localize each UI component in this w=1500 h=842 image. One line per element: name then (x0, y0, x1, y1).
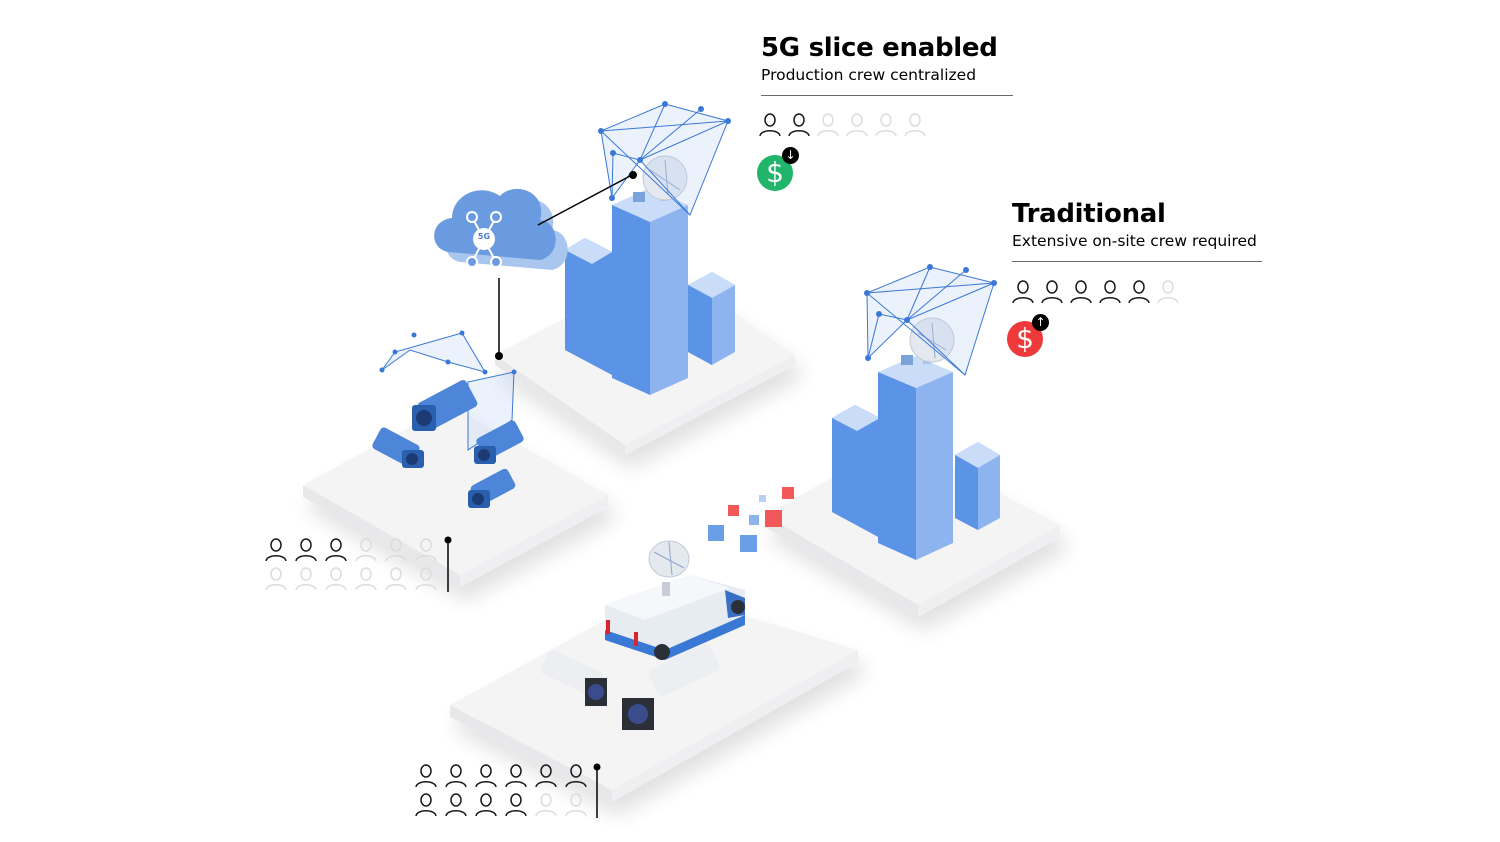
person-inactive-icon (535, 793, 557, 816)
slice-subtitle: Production crew centralized (761, 66, 977, 84)
slice-title: 5G slice enabled (761, 33, 998, 63)
person-inactive-icon (385, 538, 407, 561)
building-slice (565, 155, 735, 395)
slice-panel: 5G slice enabled Production crew central… (761, 33, 1013, 96)
person-active-icon (505, 764, 527, 787)
network-mesh-cameras (379, 330, 517, 451)
person-active-icon (445, 793, 467, 816)
traditional-subtitle: Extensive on-site crew required (1012, 232, 1257, 250)
person-active-icon (1128, 280, 1150, 303)
person-inactive-icon (1157, 280, 1179, 303)
person-active-icon (265, 538, 287, 561)
camera-blue-3 (474, 420, 524, 464)
person-active-icon (325, 538, 347, 561)
remote-camera-icons (372, 380, 524, 508)
person-active-icon (415, 764, 437, 787)
person-active-icon (1070, 280, 1092, 303)
platform-ob-van (450, 590, 858, 802)
person-inactive-icon (325, 567, 347, 590)
person-active-icon (788, 113, 810, 136)
person-inactive-icon (355, 538, 377, 561)
person-active-icon (759, 113, 781, 136)
crew-row (414, 792, 588, 816)
cloud-to-building-link (537, 174, 633, 226)
person-inactive-icon (415, 538, 437, 561)
person-inactive-icon (385, 567, 407, 590)
person-inactive-icon (875, 113, 897, 136)
traditional-site-crew-grid (414, 763, 588, 821)
person-active-icon (475, 793, 497, 816)
building-traditional (832, 317, 1000, 560)
person-active-icon (1041, 280, 1063, 303)
cloud-5g-label: 5G (477, 232, 491, 241)
person-inactive-icon (904, 113, 926, 136)
person-inactive-icon (265, 567, 287, 590)
person-inactive-icon (817, 113, 839, 136)
data-cubes (708, 487, 794, 552)
crew-row (414, 763, 588, 787)
person-active-icon (415, 793, 437, 816)
camera-blue-1 (412, 380, 478, 431)
person-active-icon (1012, 280, 1034, 303)
person-inactive-icon (355, 567, 377, 590)
dollar-icon: $ (766, 156, 784, 189)
person-inactive-icon (565, 793, 587, 816)
traditional-crew-icons (1011, 279, 1180, 303)
camera-white-1 (540, 650, 607, 706)
traditional-title: Traditional (1012, 199, 1166, 229)
onsite-camera-icons (540, 644, 720, 730)
arrow-down-icon: ↓ (782, 147, 799, 164)
traditional-panel: Traditional Extensive on-site crew requi… (1012, 199, 1262, 262)
traditional-divider (1012, 261, 1262, 262)
person-inactive-icon (846, 113, 868, 136)
camera-blue-4 (468, 468, 516, 508)
person-active-icon (475, 764, 497, 787)
slice-divider (761, 95, 1013, 96)
camera-blue-2 (372, 427, 424, 468)
person-active-icon (1099, 280, 1121, 303)
cloud-5g-icon (434, 188, 568, 270)
person-active-icon (295, 538, 317, 561)
ob-van (605, 540, 745, 660)
network-mesh-slice (598, 101, 731, 216)
person-active-icon (445, 764, 467, 787)
person-inactive-icon (415, 567, 437, 590)
camera-white-2 (622, 644, 720, 730)
person-active-icon (565, 764, 587, 787)
arrow-up-icon: ↑ (1032, 314, 1049, 331)
person-active-icon (535, 764, 557, 787)
network-mesh-traditional (864, 264, 997, 376)
dollar-icon: $ (1016, 322, 1034, 355)
person-inactive-icon (295, 567, 317, 590)
crew-row (264, 566, 438, 590)
slice-crew-icons (758, 112, 927, 136)
slice-site-crew-grid (264, 537, 438, 595)
crew-row (264, 537, 438, 561)
person-active-icon (505, 793, 527, 816)
